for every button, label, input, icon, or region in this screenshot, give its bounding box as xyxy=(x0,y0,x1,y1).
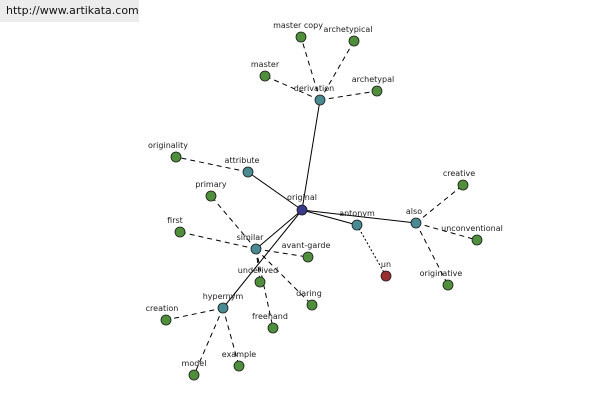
node-original[interactable] xyxy=(296,204,308,216)
node-label-originality[interactable]: originality xyxy=(148,141,188,150)
edge-similar-avant-garde xyxy=(255,248,309,258)
edge-hypernym-model xyxy=(193,307,224,376)
node-master-copy[interactable] xyxy=(295,31,307,43)
node-avant-garde[interactable] xyxy=(302,251,314,263)
node-label-example[interactable]: example xyxy=(222,350,257,359)
node-label-model[interactable]: model xyxy=(182,359,207,368)
node-hypernym[interactable] xyxy=(217,302,229,314)
edge-similar-primary xyxy=(210,195,257,250)
node-model[interactable] xyxy=(188,369,200,381)
nodes-layer xyxy=(160,31,483,381)
node-derivation[interactable] xyxy=(314,94,326,106)
edge-derivation-archetypical xyxy=(319,40,355,101)
node-label-avant-garde[interactable]: avant-garde xyxy=(282,241,331,250)
node-creative[interactable] xyxy=(457,179,469,191)
edge-original-similar xyxy=(255,209,303,250)
edge-original-attribute xyxy=(247,171,303,211)
edge-original-antonym xyxy=(301,209,358,226)
node-label-first[interactable]: first xyxy=(167,216,183,225)
edge-derivation-master-copy xyxy=(300,36,321,101)
edges-layer xyxy=(165,36,478,376)
node-originality[interactable] xyxy=(170,151,182,163)
node-label-originative[interactable]: originative xyxy=(420,269,463,278)
node-label-derivation[interactable]: derivation xyxy=(294,84,334,93)
node-primary[interactable] xyxy=(205,190,217,202)
node-label-antonym[interactable]: antonym xyxy=(339,209,375,218)
edge-hypernym-creation xyxy=(165,307,224,321)
edge-derivation-master xyxy=(264,75,321,101)
node-freehand[interactable] xyxy=(267,322,279,334)
node-similar[interactable] xyxy=(250,243,262,255)
node-label-underived[interactable]: underived xyxy=(238,266,278,275)
edge-hypernym-example xyxy=(222,307,240,367)
node-label-un[interactable]: un xyxy=(381,260,391,269)
edge-similar-first xyxy=(179,231,257,250)
node-label-creation[interactable]: creation xyxy=(146,304,179,313)
node-label-attribute[interactable]: attribute xyxy=(225,156,260,165)
edge-antonym-un xyxy=(356,224,387,277)
node-label-similar[interactable]: similar xyxy=(237,233,265,242)
node-originative[interactable] xyxy=(442,279,454,291)
edge-similar-daring xyxy=(255,248,313,306)
node-also[interactable] xyxy=(410,217,422,229)
node-label-also[interactable]: also xyxy=(406,207,422,216)
node-archetypical[interactable] xyxy=(348,35,360,47)
node-antonym[interactable] xyxy=(351,219,363,231)
edge-also-originative xyxy=(415,222,449,286)
node-creation[interactable] xyxy=(160,314,172,326)
edge-original-also xyxy=(301,209,417,224)
edge-original-derivation xyxy=(301,99,321,211)
node-example[interactable] xyxy=(233,360,245,372)
source-url[interactable]: http://www.artikata.com xyxy=(0,0,139,22)
node-label-archetypical[interactable]: archetypical xyxy=(323,25,372,34)
node-label-daring[interactable]: daring xyxy=(296,289,322,298)
edge-similar-underived xyxy=(255,248,261,283)
edge-attribute-originality xyxy=(175,156,249,173)
node-label-master[interactable]: master xyxy=(251,60,280,69)
node-label-primary[interactable]: primary xyxy=(195,180,227,189)
node-unconventional[interactable] xyxy=(471,234,483,246)
node-un[interactable] xyxy=(380,270,392,282)
node-label-creative[interactable]: creative xyxy=(443,169,475,178)
node-daring[interactable] xyxy=(306,299,318,311)
edge-also-unconventional xyxy=(415,222,478,241)
node-attribute[interactable] xyxy=(242,166,254,178)
node-master[interactable] xyxy=(259,70,271,82)
node-underived[interactable] xyxy=(254,276,266,288)
node-label-hypernym[interactable]: hypernym xyxy=(203,292,244,301)
edge-also-creative xyxy=(415,184,464,224)
edge-similar-freehand xyxy=(255,248,274,329)
labels-layer: original derivation attribute similar hypern… xyxy=(146,21,503,368)
node-label-archetypal[interactable]: archetypal xyxy=(352,75,394,84)
node-archetypal[interactable] xyxy=(371,85,383,97)
node-label-unconventional[interactable]: unconventional xyxy=(441,224,503,233)
node-label-original[interactable]: original xyxy=(287,193,317,202)
node-label-master-copy[interactable]: master copy xyxy=(273,21,323,30)
edge-original-hypernym xyxy=(222,209,303,309)
edge-derivation-archetypal xyxy=(319,90,378,101)
node-label-freehand[interactable]: freehand xyxy=(252,312,288,321)
node-first[interactable] xyxy=(174,226,186,238)
